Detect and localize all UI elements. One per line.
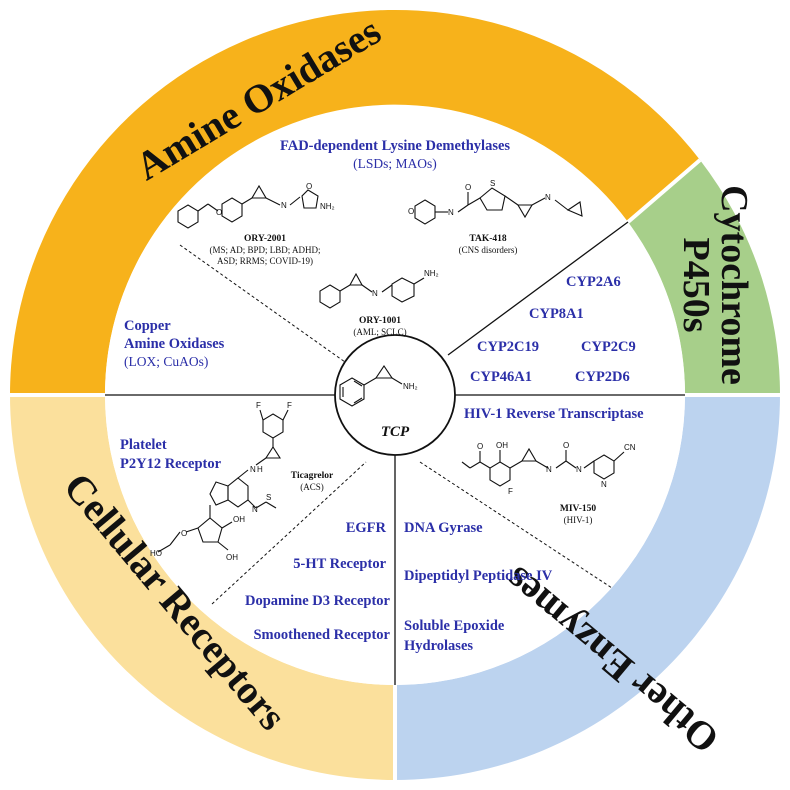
copper-label: Amine Oxidases: [124, 336, 225, 352]
ory-2001-name: ORY-2001: [244, 234, 286, 244]
cyp-label: CYP46A1: [470, 369, 532, 385]
miv-150-fluorine: F: [508, 487, 513, 496]
copper-label: Copper: [124, 318, 171, 334]
cyp-label: CYP2C19: [477, 339, 539, 355]
dashed-divider: [179, 244, 346, 363]
ory-2001-structure: [177, 184, 319, 229]
miv-150-carbonyl-o: O: [477, 442, 483, 451]
tak-418-amine: N: [545, 193, 551, 202]
divider-cyp: [447, 221, 629, 356]
miv-150-nh2: N: [576, 465, 582, 474]
ory-1001-nh2: NH₂: [424, 269, 439, 278]
ticagrelor-h: H: [257, 465, 263, 474]
ticagrelor-structure: [157, 409, 289, 553]
platelet-label: P2Y12 Receptor: [120, 456, 222, 472]
ticagrelor-sulfur: S: [266, 493, 271, 502]
ory-2001-indication: (MS; AD; BPD; LBD; ADHD;: [209, 245, 320, 255]
miv-150-structure: [461, 447, 625, 487]
ticagrelor-ho: HO: [150, 549, 162, 558]
ory-1001-name: ORY-1001: [359, 316, 401, 326]
receptor-label: EGFR: [346, 520, 387, 536]
center-label: TCP: [381, 424, 410, 440]
tak-418-structure: [414, 187, 583, 225]
miv-150-cn: CN: [624, 443, 636, 452]
ory-1001-indication: (AML; SCLC): [353, 327, 406, 337]
ring-label-cytochrome-line2: P450s: [675, 238, 717, 333]
copper-subtitle: (LOX; CuAOs): [124, 354, 208, 369]
ticagrelor-fluorine: F: [287, 401, 292, 410]
platelet-label: Platelet: [120, 437, 167, 453]
tak-418-indication: (CNS disorders): [459, 245, 518, 255]
miv-150-oh: OH: [496, 441, 508, 450]
cyp-label: CYP2C9: [581, 339, 636, 355]
ticagrelor-name: Ticagrelor: [291, 471, 334, 481]
miv-150-name: MIV-150: [560, 504, 596, 514]
lsd-title: FAD-dependent Lysine Demethylases: [280, 138, 510, 154]
tak-418-nh: N: [448, 208, 454, 217]
receptor-label: 5-HT Receptor: [293, 556, 386, 572]
tcp-nh2: NH₂: [403, 382, 418, 391]
enzyme-label: Hydrolases: [404, 638, 473, 654]
ring-divider: [626, 158, 702, 224]
miv-150-o: O: [563, 441, 569, 450]
sector-other-enzymes: [395, 395, 780, 780]
ring-label-cytochrome-line1: Cytochrome: [713, 185, 755, 385]
hiv-title: HIV-1 Reverse Transcriptase: [464, 406, 644, 422]
enzyme-label: DNA Gyrase: [404, 520, 483, 536]
ticagrelor-oh: OH: [233, 515, 245, 524]
dashed-divider: [211, 461, 367, 605]
tak-418-sulfur: S: [490, 179, 495, 188]
cyp-label: CYP2A6: [566, 274, 621, 290]
sector-cytochrome: [628, 160, 780, 395]
ory-2001-oxygen2: O: [306, 182, 312, 191]
ticagrelor-indication: (ACS): [300, 482, 324, 492]
ory-2001-indication: ASD; RRMS; COVID-19): [217, 256, 313, 266]
miv-150-nh: N: [546, 465, 552, 474]
miv-150-indication: (HIV-1): [564, 515, 593, 525]
cyp-label: CYP8A1: [529, 306, 584, 322]
receptor-label: Smoothened Receptor: [253, 627, 390, 643]
miv-150-pyridine-n: N: [601, 480, 607, 489]
ory-2001-nh2: NH₂: [320, 202, 335, 211]
ticagrelor-fluorine: F: [256, 401, 261, 410]
ticagrelor-nh: N: [250, 465, 256, 474]
ory-1001-nh: N: [372, 289, 378, 298]
tcp-structure: [339, 365, 403, 407]
tak-418-carbonyl-o: O: [465, 183, 471, 192]
enzyme-label: Dipeptidyl Peptidase IV: [404, 568, 553, 584]
enzyme-label: Soluble Epoxide: [404, 618, 505, 634]
center-circle: [334, 334, 456, 456]
ory-2001-oxygen: O: [216, 208, 222, 217]
cyp-label: CYP2D6: [575, 369, 630, 385]
sector-cellular-receptors: [10, 395, 395, 780]
tak-418-oxygen: O: [408, 207, 414, 216]
tak-418-name: TAK-418: [469, 234, 507, 244]
lsd-subtitle: (LSDs; MAOs): [353, 156, 437, 171]
sector-amine-oxidases: [9, 9, 700, 395]
ory-2001-nh: N: [281, 201, 287, 210]
ticagrelor-ether-o: O: [181, 529, 187, 538]
receptor-label: Dopamine D3 Receptor: [245, 593, 391, 609]
ory-1001-structure: [319, 272, 425, 309]
ticagrelor-oh: OH: [226, 553, 238, 562]
ticagrelor-ring-n: N: [252, 505, 258, 514]
